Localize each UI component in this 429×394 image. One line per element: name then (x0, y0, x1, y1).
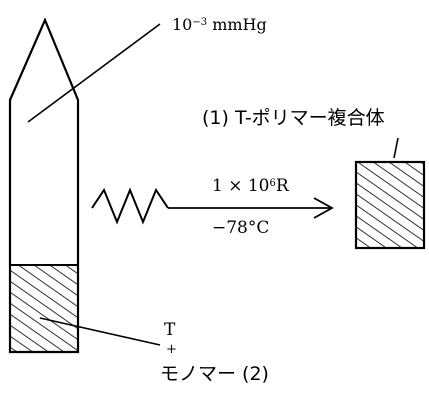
product-leader-line (393, 137, 399, 159)
temperature-label: −78°C (212, 218, 269, 238)
product-block (354, 160, 426, 250)
charge-plus-label: + (166, 342, 177, 357)
charge-monomer-label: モノマー (2) (160, 363, 269, 385)
pressure-label: 10−3 mmHg (172, 15, 267, 34)
product-label: (1) T-ポリマー複合体 (202, 107, 385, 129)
pressure-leader-line (27, 23, 161, 123)
sample-leader-line (39, 317, 161, 346)
dose-label: 1 × 106R (212, 176, 290, 196)
charge-t-label: T (164, 320, 176, 340)
radiation-zigzag (91, 187, 169, 225)
process-arrow-head (313, 197, 334, 219)
ampoule-sample-fill (10, 265, 78, 352)
